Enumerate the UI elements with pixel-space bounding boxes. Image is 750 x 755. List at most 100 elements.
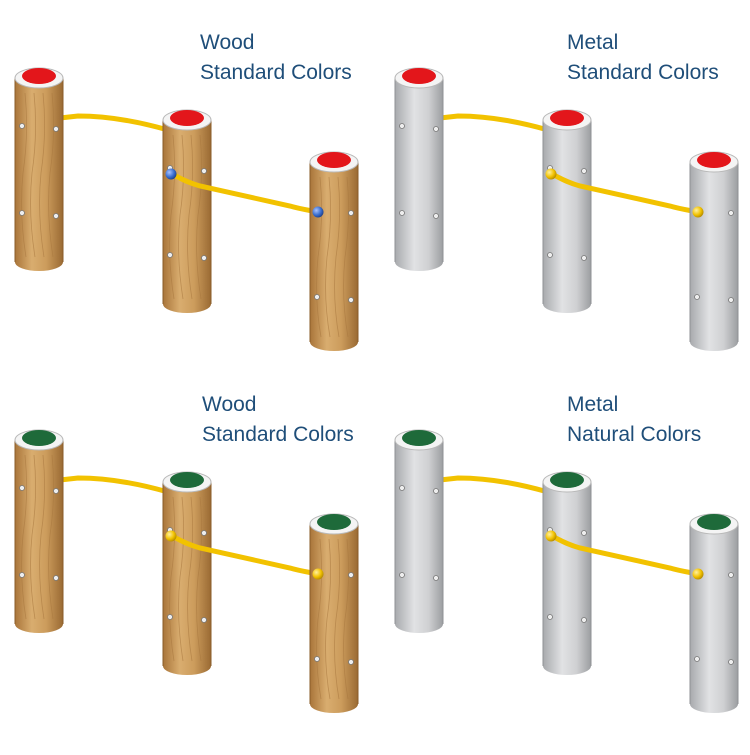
balance-rail bbox=[169, 171, 321, 215]
bolt bbox=[348, 297, 354, 303]
bolt bbox=[201, 530, 207, 536]
bolt bbox=[201, 617, 207, 623]
rail-end-ball bbox=[692, 206, 704, 218]
wood-grain bbox=[39, 454, 45, 620]
bolt bbox=[581, 168, 587, 174]
post-body bbox=[163, 120, 211, 304]
bolt bbox=[348, 572, 354, 578]
material-label: Metal bbox=[567, 31, 619, 54]
post-body bbox=[543, 482, 591, 666]
balance-rail bbox=[437, 113, 551, 133]
panel-metal-posts bbox=[394, 429, 739, 713]
post-cap bbox=[317, 152, 351, 168]
bolt bbox=[201, 255, 207, 261]
post-cap bbox=[317, 514, 351, 530]
post bbox=[309, 513, 359, 713]
post-body bbox=[543, 120, 591, 304]
post-cap bbox=[402, 68, 436, 84]
post-base bbox=[543, 657, 591, 675]
post bbox=[689, 513, 739, 713]
wood-grain bbox=[316, 538, 322, 700]
panel-caption: Metal Standard Colors bbox=[567, 28, 719, 88]
rail-end-ball bbox=[312, 568, 324, 580]
post-cap bbox=[170, 110, 204, 126]
bolt bbox=[728, 572, 734, 578]
post-base bbox=[395, 615, 443, 633]
post bbox=[162, 109, 212, 313]
wood-grain bbox=[343, 538, 349, 700]
panel-caption: Wood Standard Colors bbox=[200, 28, 352, 88]
bolt bbox=[399, 210, 405, 216]
post-cap bbox=[697, 152, 731, 168]
wood-grain bbox=[196, 496, 202, 662]
bolt bbox=[201, 168, 207, 174]
wood-grain bbox=[169, 134, 175, 300]
post bbox=[542, 109, 592, 313]
post-base bbox=[395, 253, 443, 271]
wood-grain bbox=[48, 92, 54, 258]
post-body bbox=[395, 78, 443, 262]
post-base bbox=[310, 695, 358, 713]
panel-caption: Wood Standard Colors bbox=[202, 390, 354, 450]
wood-grain bbox=[21, 454, 27, 620]
post-base bbox=[15, 615, 63, 633]
post-body bbox=[163, 482, 211, 666]
wood-grain bbox=[48, 454, 54, 620]
bolt bbox=[399, 572, 405, 578]
balance-rail bbox=[169, 533, 321, 577]
post-cap bbox=[550, 110, 584, 126]
color-scheme-label: Standard Colors bbox=[200, 61, 352, 84]
wood-grain bbox=[196, 134, 202, 300]
bolt bbox=[314, 294, 320, 300]
post-cap bbox=[170, 472, 204, 488]
bolt bbox=[433, 575, 439, 581]
post bbox=[394, 429, 444, 633]
color-scheme-label: Standard Colors bbox=[567, 61, 719, 84]
wood-grain bbox=[187, 496, 193, 662]
bolt bbox=[694, 656, 700, 662]
post-body bbox=[395, 440, 443, 624]
post-body bbox=[15, 78, 63, 262]
rail-end-ball bbox=[545, 530, 557, 542]
wood-grain bbox=[30, 454, 36, 620]
post bbox=[309, 151, 359, 351]
post bbox=[542, 471, 592, 675]
wood-grain bbox=[325, 538, 331, 700]
post bbox=[14, 429, 64, 633]
post-base bbox=[543, 295, 591, 313]
bolt bbox=[581, 255, 587, 261]
bolt bbox=[19, 123, 25, 129]
wood-grain bbox=[169, 496, 175, 662]
material-label: Metal bbox=[567, 393, 619, 416]
color-scheme-label: Natural Colors bbox=[567, 423, 702, 446]
post-base bbox=[310, 333, 358, 351]
post-body bbox=[310, 524, 358, 704]
post-cap bbox=[402, 430, 436, 446]
wood-grain bbox=[325, 176, 331, 338]
post-body bbox=[690, 162, 738, 342]
post bbox=[14, 67, 64, 271]
post-cap bbox=[697, 514, 731, 530]
bolt bbox=[433, 488, 439, 494]
wood-grain bbox=[178, 496, 184, 662]
bolt bbox=[547, 252, 553, 258]
balance-rail bbox=[57, 475, 171, 495]
bolt bbox=[348, 210, 354, 216]
wood-grain bbox=[30, 92, 36, 258]
bolt bbox=[399, 485, 405, 491]
color-scheme-label: Standard Colors bbox=[202, 423, 354, 446]
wood-grain bbox=[39, 92, 45, 258]
post-cap bbox=[22, 68, 56, 84]
bolt bbox=[348, 659, 354, 665]
bolt bbox=[53, 575, 59, 581]
bolt bbox=[547, 614, 553, 620]
post bbox=[394, 67, 444, 271]
bolt bbox=[167, 252, 173, 258]
rail-end-ball bbox=[312, 206, 324, 218]
balance-rail bbox=[549, 171, 701, 215]
rail-end-ball bbox=[545, 168, 557, 180]
post-base bbox=[15, 253, 63, 271]
bolt bbox=[433, 126, 439, 132]
bolt bbox=[433, 213, 439, 219]
post-base bbox=[690, 333, 738, 351]
